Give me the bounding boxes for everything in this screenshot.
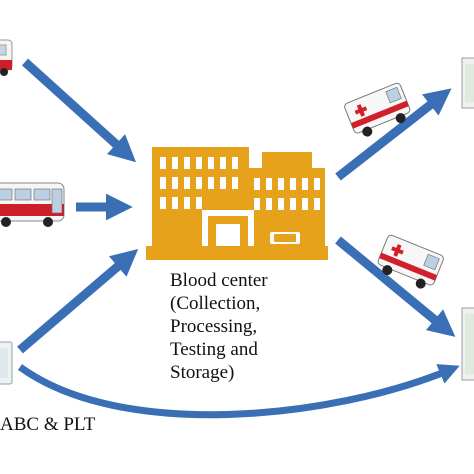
blood-bag-icon <box>0 341 13 385</box>
source-label: ABC & PLT <box>0 414 96 435</box>
blood-center-line: Processing, <box>170 316 258 337</box>
blood-center-label: Blood center (Collection, Processing, Te… <box>170 269 268 384</box>
blood-center-line: (Collection, <box>170 293 261 314</box>
arrow-bottom-left-to-center <box>17 248 139 354</box>
blood-center-title: Blood center <box>170 270 268 291</box>
cabinet-icon <box>461 307 474 381</box>
blood-center-line: Testing and <box>170 339 258 360</box>
hospital-building-icon <box>146 147 328 260</box>
arrow-top-left-to-center <box>21 58 137 163</box>
curved-arrow-bottom <box>17 364 460 419</box>
arrow-center-to-top-right <box>335 88 452 181</box>
ambulance-icon <box>377 234 444 289</box>
cabinet-icon <box>461 57 474 109</box>
blood-center-line: Storage) <box>170 362 235 383</box>
bus-icon <box>0 182 65 227</box>
arrow-center-to-bottom-right <box>335 236 456 337</box>
bus-icon <box>0 39 13 76</box>
ambulance-icon <box>344 82 411 137</box>
